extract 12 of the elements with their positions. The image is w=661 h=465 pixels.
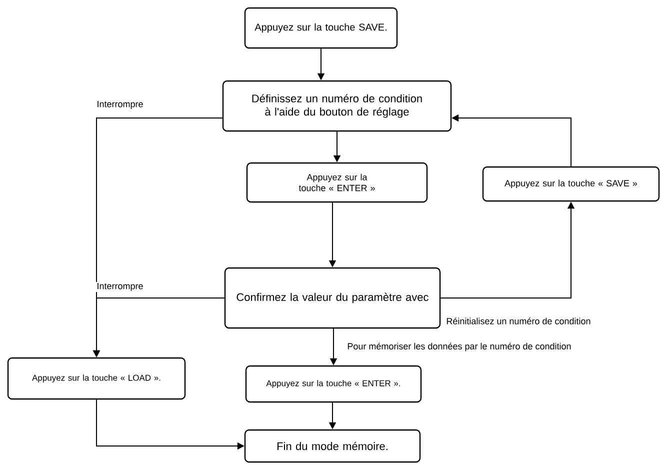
process-box: Confirmez la valeur du paramètre avec bbox=[224, 267, 441, 329]
process-box: Appuyez sur la touche SAVE. bbox=[244, 7, 398, 49]
process-box: Fin du mode mémoire. bbox=[244, 429, 421, 463]
process-box: Appuyez sur la touche « ENTER » bbox=[246, 162, 428, 203]
process-box: Définissez un numéro de condition à l'aide du bouton de réglage bbox=[222, 80, 452, 132]
process-box: Appuyez sur la touche « LOAD ». bbox=[7, 357, 186, 400]
edge-label: Interrompre bbox=[98, 100, 143, 110]
process-box: Appuyez sur la touche « SAVE » bbox=[482, 166, 660, 202]
edge-label: Interrompre bbox=[98, 282, 143, 292]
edge-label: Réinitialisez un numéro de condition bbox=[446, 318, 590, 324]
process-box: Appuyez sur la touche « ENTER ». bbox=[245, 365, 422, 403]
edge-label: Pour mémoriser les données par le numéro de condition bbox=[348, 342, 571, 352]
